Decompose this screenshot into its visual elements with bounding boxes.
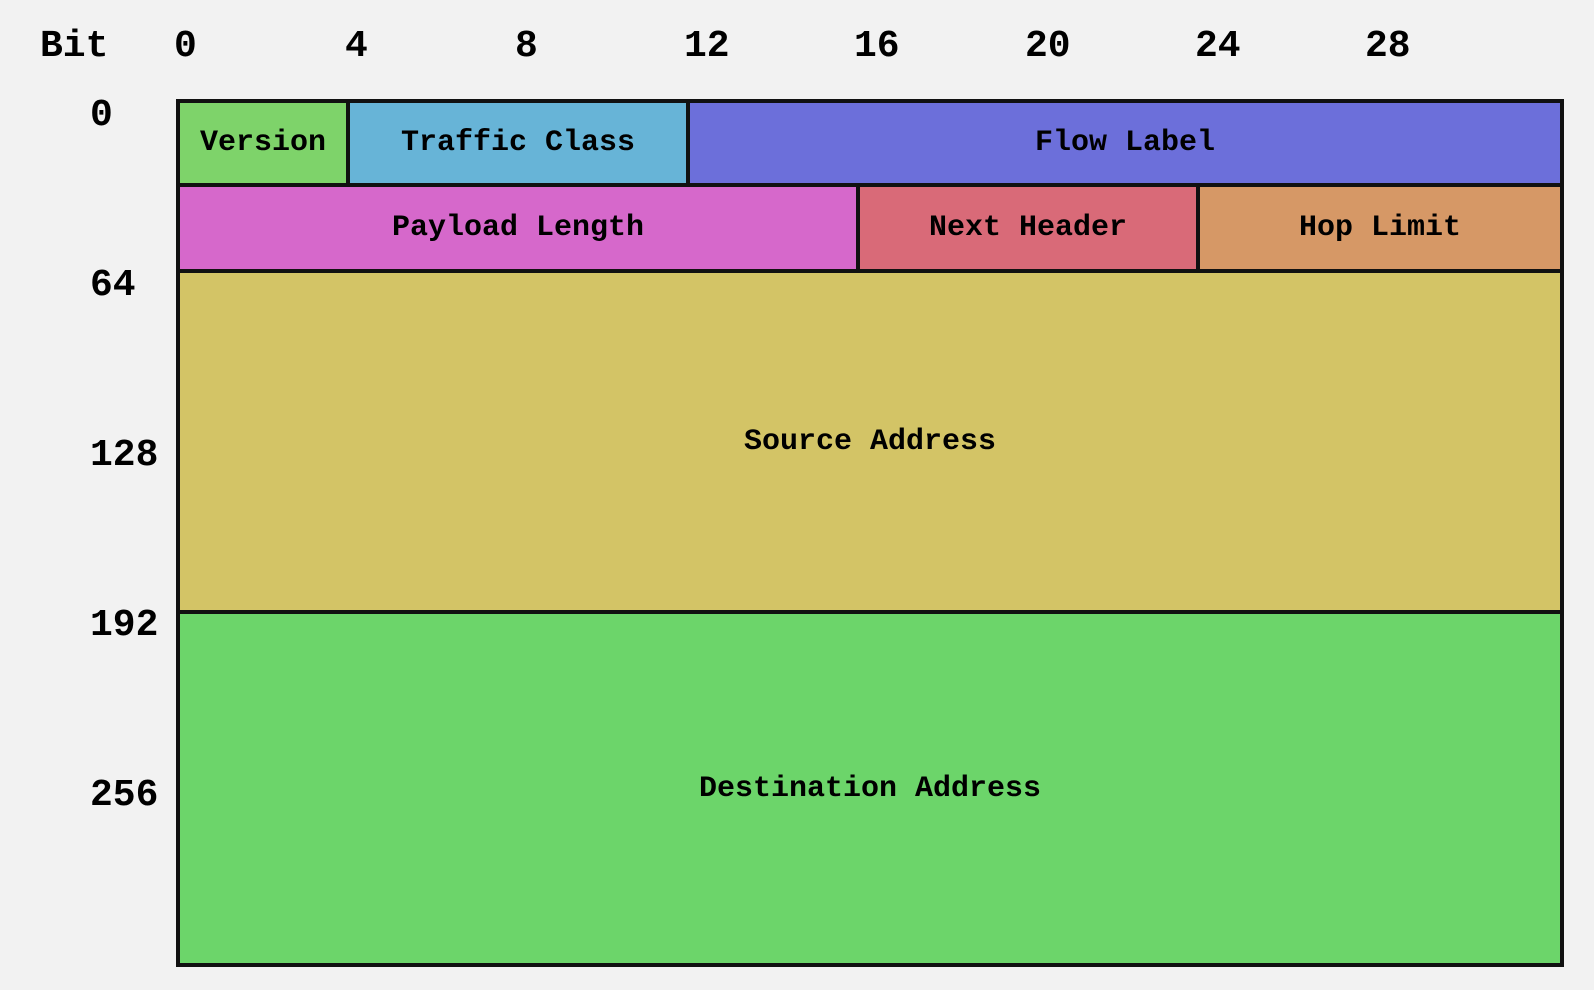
field-destination-address-label: Destination Address: [698, 771, 1042, 806]
column-tick-16: 16: [854, 25, 900, 68]
field-flow-label-label: Flow Label: [1034, 126, 1216, 160]
column-tick-8: 8: [515, 25, 538, 68]
column-tick-4: 4: [345, 25, 368, 68]
column-tick-28: 28: [1365, 25, 1411, 68]
bit-axis-title: Bit: [40, 25, 109, 68]
field-payload-length: Payload Length: [176, 183, 860, 273]
field-traffic-class-label: Traffic Class: [400, 126, 636, 160]
row-tick-256: 256: [90, 774, 159, 817]
field-next-header: Next Header: [856, 183, 1200, 273]
row-tick-64: 64: [90, 264, 136, 307]
field-destination-address: Destination Address: [176, 610, 1564, 967]
field-traffic-class: Traffic Class: [346, 99, 690, 187]
field-version-label: Version: [199, 126, 327, 160]
column-tick-20: 20: [1025, 25, 1071, 68]
field-hop-limit: Hop Limit: [1196, 183, 1564, 273]
row-tick-128: 128: [90, 434, 159, 477]
field-payload-length-label: Payload Length: [391, 211, 645, 245]
field-hop-limit-label: Hop Limit: [1298, 211, 1462, 245]
column-tick-24: 24: [1195, 25, 1241, 68]
field-next-header-label: Next Header: [928, 211, 1128, 245]
row-tick-0: 0: [90, 94, 113, 137]
column-tick-12: 12: [684, 25, 730, 68]
column-tick-0: 0: [174, 25, 197, 68]
field-flow-label: Flow Label: [686, 99, 1564, 187]
field-source-address: Source Address: [176, 269, 1564, 614]
row-tick-192: 192: [90, 604, 159, 647]
field-source-address-label: Source Address: [743, 424, 997, 459]
field-version: Version: [176, 99, 350, 187]
